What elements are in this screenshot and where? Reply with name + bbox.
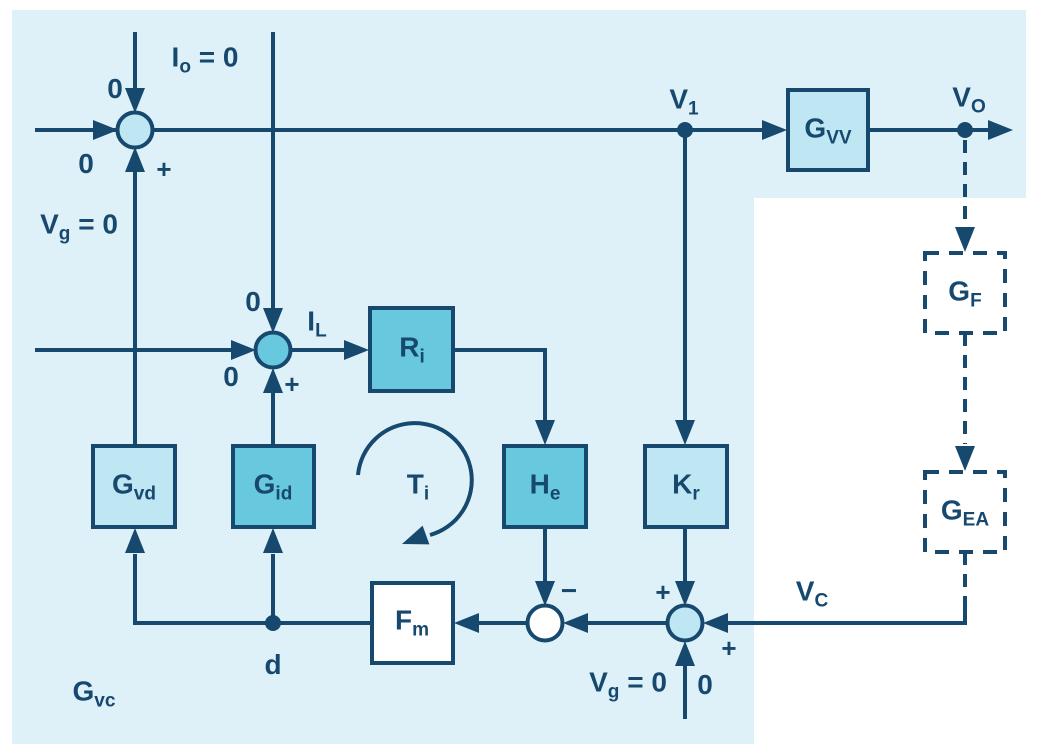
summing-junction-il: [253, 330, 293, 370]
node-dot-vo: [957, 122, 973, 138]
block-gf-rect: [923, 251, 1007, 335]
line-ri-to-he: [452, 348, 547, 422]
label-d-node: d: [264, 649, 282, 680]
arrowhead-into-gvd: [125, 528, 145, 553]
label-io-zero: Io = 0: [171, 41, 239, 78]
sign-minus-sum3-top: −: [560, 575, 578, 606]
arrowhead-into-fm: [454, 613, 479, 633]
block-gvd-rect: [91, 444, 177, 529]
label-zero-sum2-top: 0: [245, 286, 261, 317]
block-gvd-label: Gvd: [112, 468, 156, 505]
arrowhead-into-he: [535, 420, 555, 445]
arrowhead-into-sum3-right: [563, 613, 588, 633]
block-gea-label: GEA: [940, 494, 990, 531]
arrowhead-into-sum4-top: [675, 581, 695, 606]
arrowhead-into-sum3-top: [535, 581, 555, 606]
label-il: IL: [307, 305, 327, 342]
block-gea-rect: [923, 470, 1007, 554]
sign-plus-sum4-top: +: [655, 577, 671, 607]
block-gvv-label: GVV: [804, 112, 852, 149]
arrowhead-into-gvv: [762, 120, 787, 140]
arrowhead-into-sum2-top: [263, 308, 283, 333]
arrowhead-into-kr: [675, 420, 695, 445]
label-zero-sum1-left: 0: [78, 148, 94, 179]
node-dot-v1: [677, 122, 693, 138]
node-dot-d: [265, 615, 281, 631]
summing-junction-top-left: [115, 110, 155, 150]
label-vo: VO: [952, 81, 986, 118]
arrowhead-into-ri: [344, 340, 369, 360]
arrowhead-into-gid: [263, 528, 283, 553]
label-vg-zero-left: Vg = 0: [40, 208, 118, 245]
arrowhead-into-sum1-bottom: [125, 147, 145, 172]
arrowhead-into-sum1-left: [93, 120, 118, 140]
ti-loop-arc: [356, 421, 474, 537]
block-fm-rect: [370, 581, 455, 665]
block-he-rect: [502, 444, 588, 529]
label-gvc: Gvc: [72, 675, 116, 712]
ti-loop-arrowhead: [402, 525, 430, 545]
block-kr-rect: [643, 444, 729, 529]
sign-plus-sum2-bottom: +: [284, 369, 300, 399]
label-vc: VC: [795, 575, 829, 612]
label-zero-sum1-top: 0: [107, 73, 123, 104]
summing-junction-minus: [525, 603, 565, 643]
block-gid-label: Gid: [253, 468, 293, 505]
label-vg-zero-bottom: Vg = 0: [589, 666, 667, 703]
arrowhead-into-sum2-bottom: [263, 368, 283, 393]
block-ri-rect: [368, 306, 455, 393]
label-zero-sum4-bottom: 0: [697, 669, 713, 700]
arrowhead-into-gf: [955, 227, 975, 252]
block-gvv-rect: [786, 88, 870, 172]
arrowhead-vo-output: [988, 120, 1013, 140]
sign-plus-sum1-bottom: +: [156, 154, 172, 184]
block-ri-label: Ri: [399, 331, 425, 368]
block-kr-label: Kr: [672, 468, 700, 505]
summing-junction-vc: [665, 603, 705, 643]
block-fm-label: Fm: [394, 604, 430, 641]
arrowhead-into-sum2-left: [231, 340, 256, 360]
line-vc-corner-to-sum4: [727, 599, 967, 625]
arrowhead-into-gea: [955, 446, 975, 471]
label-v1: V1: [669, 83, 699, 120]
block-he-label: He: [529, 468, 561, 505]
arrowhead-into-sum1-top: [125, 88, 145, 113]
arrowhead-into-sum4-bottom: [675, 641, 695, 666]
label-zero-sum2-left: 0: [223, 361, 239, 392]
block-gf-label: GF: [948, 275, 982, 312]
block-gid-rect: [231, 444, 316, 529]
arrowhead-into-sum4-right: [703, 613, 728, 633]
sign-plus-sum4-right: +: [721, 633, 737, 663]
line-fm-to-d-branches: [133, 554, 372, 625]
label-ti-loop: Ti: [406, 468, 430, 505]
